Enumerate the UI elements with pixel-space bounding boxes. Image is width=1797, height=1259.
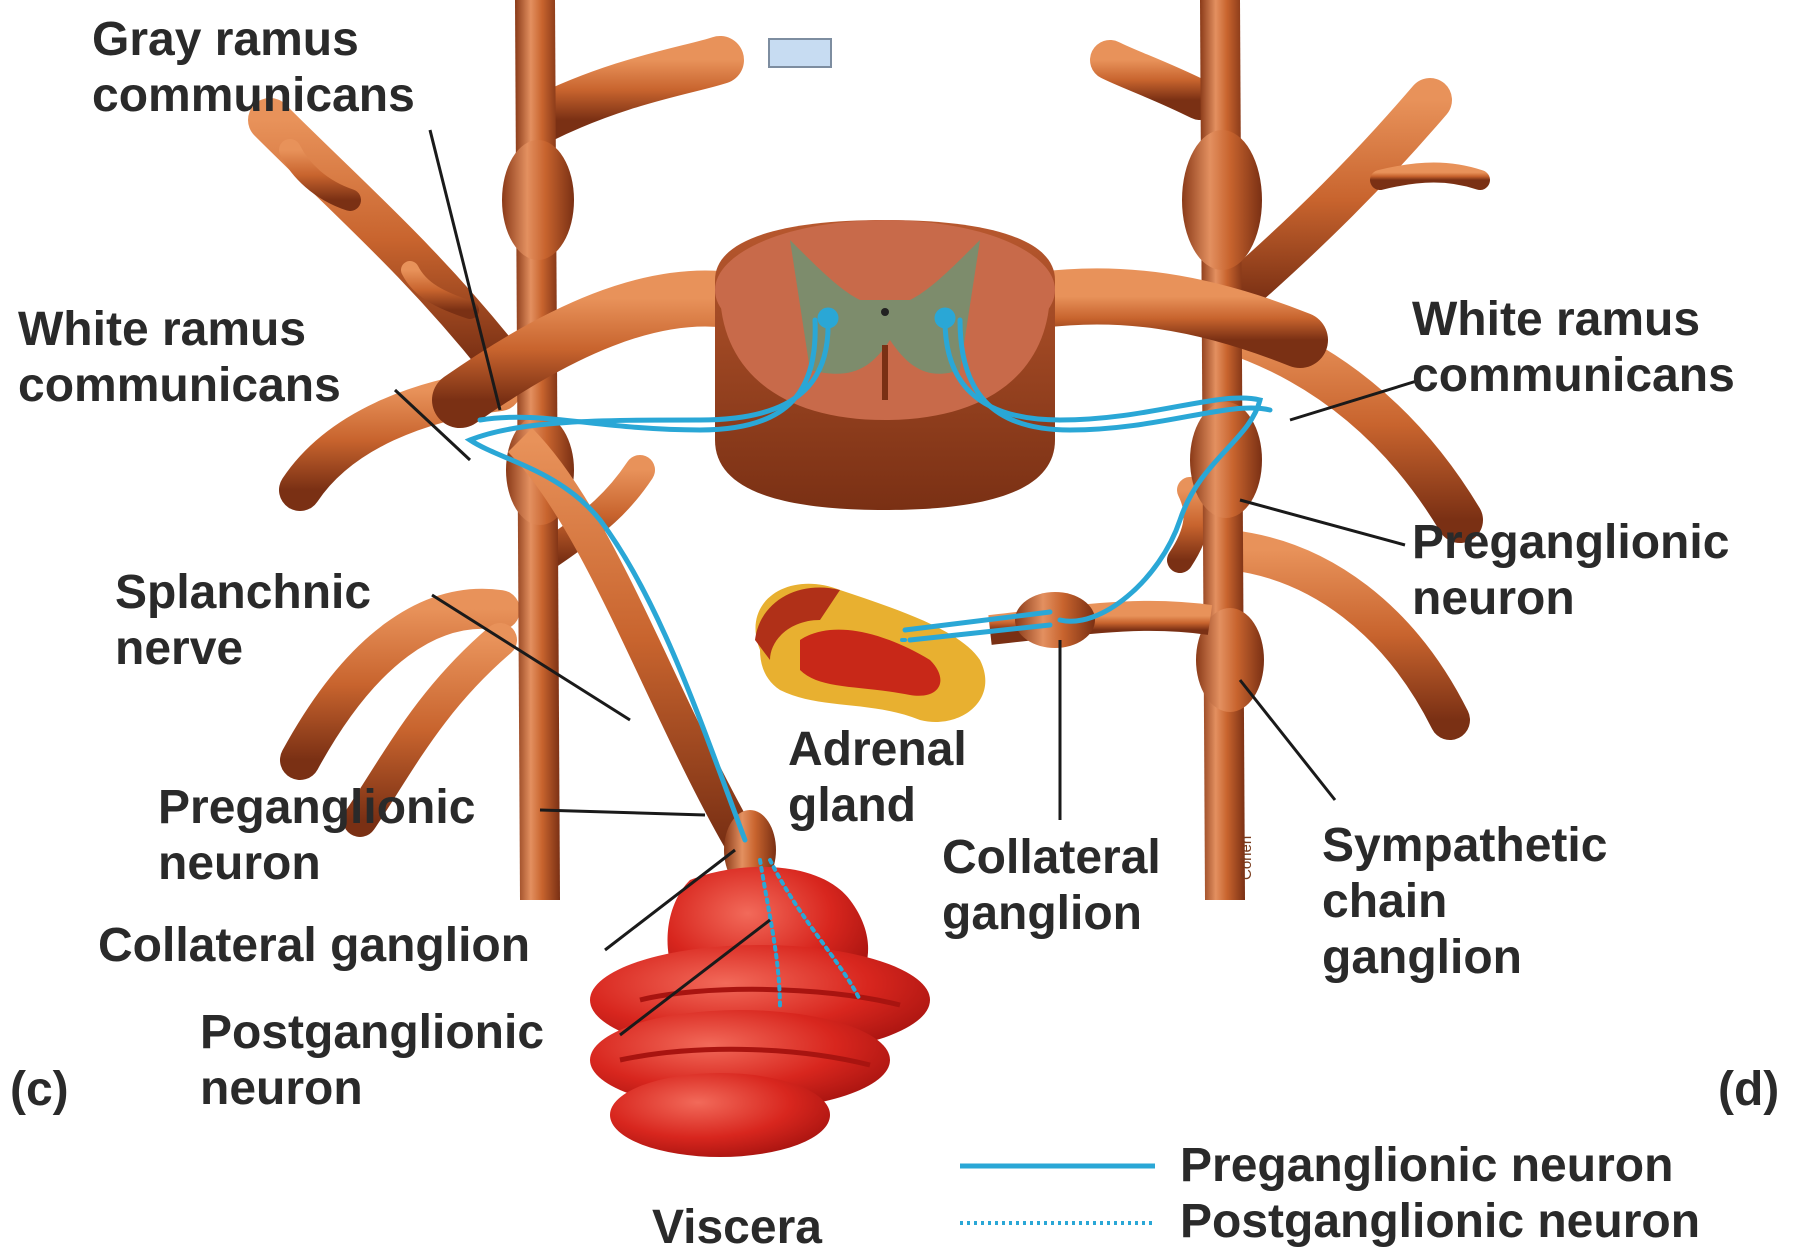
label-collateral-ganglion-left: Collateral ganglion <box>98 918 530 974</box>
label-panel-c: (c) <box>10 1062 69 1118</box>
legend-postganglionic-label: Postganglionic neuron <box>1180 1194 1700 1250</box>
adrenal-gland <box>755 584 985 722</box>
collateral-ganglion-right <box>990 592 1210 648</box>
artist-signature: Cohen <box>1238 836 1255 880</box>
viscera <box>590 867 930 1157</box>
blank-label-box <box>768 38 832 68</box>
spinal-cord <box>715 220 1055 510</box>
label-panel-d: (d) <box>1718 1062 1779 1118</box>
legend-lines <box>960 1166 1155 1223</box>
label-viscera: Viscera <box>652 1200 822 1256</box>
legend-preganglionic-label: Preganglionic neuron <box>1180 1138 1673 1194</box>
left-spinal-nerves <box>270 60 720 820</box>
